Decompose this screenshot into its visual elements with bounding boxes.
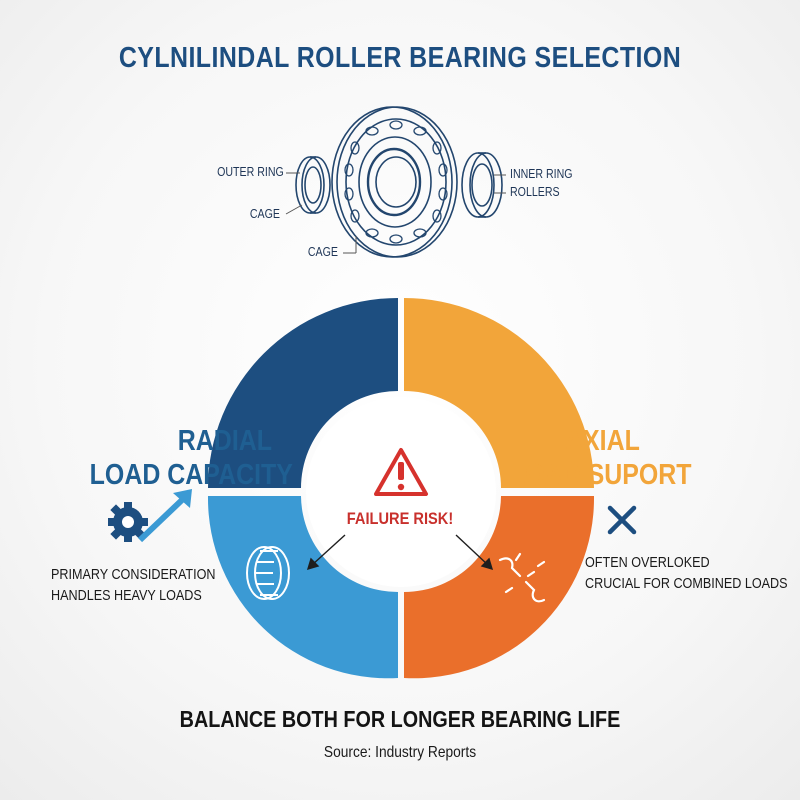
radial-upper-segment (208, 298, 398, 488)
outer-ring-part (295, 156, 331, 214)
leader-lines (285, 172, 506, 254)
axial-upper-segment (404, 298, 594, 488)
gear-arrow-icon (108, 489, 192, 543)
radial-title: RADIAL LOAD CAPACITY (89, 424, 293, 492)
inner-ring-label: INNER RING (510, 167, 573, 181)
cage-label-left: CAGE (249, 207, 280, 221)
source-note: Source: Industry Reports (323, 744, 477, 761)
left-note-line1: PRIMARY CONSIDERATION (51, 566, 216, 583)
rollers-label: ROLLERS (510, 185, 560, 199)
footer-message: BALANCE BOTH FOR LONGER BEARING LIFE (179, 706, 621, 732)
radial-title-line2: LOAD CAPACITY (89, 459, 293, 491)
right-note-line1: OFTEN OVERLOKED (585, 554, 710, 571)
inner-ring-part (461, 152, 503, 218)
cage-label-bottom: CAGE (307, 245, 338, 259)
left-note: PRIMARY CONSIDERATION HANDLES HEAVY LOAD… (51, 564, 216, 606)
left-note-line2: HANDLES HEAVY LOADS (51, 587, 202, 604)
radial-lower-segment (207, 496, 398, 679)
page-title: CYLNILINDAL ROLLER BEARING SELECTION (118, 42, 682, 74)
main-bearing (331, 106, 458, 258)
outer-ring-label: OUTER RING (217, 165, 284, 179)
axial-title-line2: LOAD SUPORT (510, 459, 692, 491)
broken-wrench-icon (498, 552, 546, 603)
axial-lower-segment (404, 496, 595, 679)
roller-set (344, 120, 448, 244)
risk-arrow-left (306, 534, 346, 571)
risk-arrow-right (455, 534, 494, 571)
tire-icon (246, 546, 290, 600)
radial-title-line1: RADIAL (177, 425, 272, 457)
axial-title: AXIAL LOAD SUPORT (510, 424, 699, 492)
failure-risk-label: FAILURE RISK! (346, 509, 454, 528)
warning-icon (374, 448, 428, 496)
right-note-line2: CRUCIAL FOR COMBINED LOADS (585, 575, 788, 592)
right-note: OFTEN OVERLOKED CRUCIAL FOR COMBINED LOA… (585, 552, 788, 594)
axial-title-line1: AXIAL (565, 425, 640, 457)
x-icon (607, 505, 637, 535)
